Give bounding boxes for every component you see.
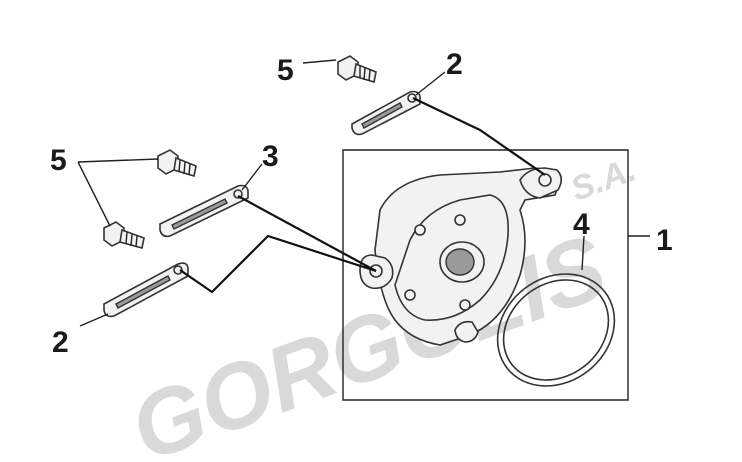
callout-bolt-top: 5	[277, 54, 294, 87]
assembly-frame	[342, 149, 650, 401]
bolt-top-part	[337, 55, 377, 84]
callout-housing: 1	[656, 224, 673, 257]
strap-top-part	[351, 90, 421, 136]
bolt-upper-left-part	[157, 149, 197, 178]
watermark: GORGOLIS S.A.	[118, 150, 641, 462]
leader-lines	[77, 59, 585, 327]
housing-part	[359, 167, 563, 346]
watermark-suffix: S.A.	[566, 150, 641, 208]
watermark-brand: GORGOLIS	[118, 216, 619, 462]
callouts: 5 5 2 3 2 4 1	[50, 48, 673, 359]
callout-strap-middle: 3	[262, 140, 279, 173]
callout-strap-bottom: 2	[52, 326, 69, 359]
bolt-lower-left-part	[103, 221, 145, 249]
oring-part	[496, 273, 616, 387]
callout-oring: 4	[573, 208, 590, 241]
strap-bottom-part	[103, 262, 189, 318]
callout-bolt-left: 5	[50, 144, 67, 177]
assembly-lines	[179, 97, 546, 294]
strap-middle-part	[159, 184, 249, 238]
callout-strap-top: 2	[446, 48, 463, 81]
